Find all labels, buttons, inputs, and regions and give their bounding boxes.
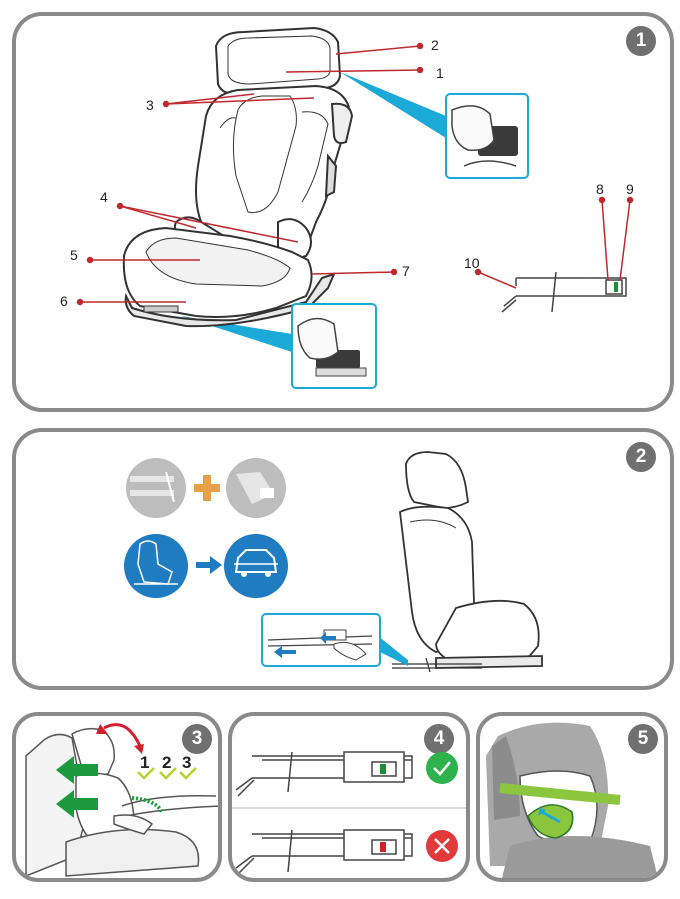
callout-4: 4 [100, 189, 108, 205]
isofix-arm-drawing [501, 271, 627, 313]
callout-1: 1 [436, 65, 444, 81]
booster-seat-drawing [122, 26, 354, 328]
isofix-unlocked [235, 829, 413, 875]
panel-belt-routing: 5 [476, 712, 668, 882]
callout-9: 9 [626, 181, 634, 197]
indicator-red [380, 842, 386, 852]
isofix-indicator-diagram [232, 751, 466, 875]
isofix-install-diagram [124, 451, 543, 673]
inset-isofix-release [291, 303, 377, 389]
inset-headrest-button [445, 93, 529, 179]
position-1: 1 [140, 753, 149, 772]
step-badge-2: 2 [626, 442, 656, 472]
adjust-grip [131, 796, 164, 814]
car-icon [224, 534, 288, 598]
panel-isofix-indicator: 4 [228, 712, 470, 882]
step-badge-3: 3 [182, 724, 212, 754]
callout-6: 6 [60, 293, 68, 309]
leader-10 [477, 271, 517, 289]
belt-routing-diagram [486, 722, 658, 878]
isofix-connector-icon [126, 458, 186, 518]
arrow-icon [541, 810, 561, 824]
plus-icon [194, 475, 220, 501]
headrest-adjust-diagram: 1 2 3 [25, 723, 218, 878]
checkmark-icon [426, 752, 458, 784]
seat-in-car-icon [124, 534, 188, 598]
step-badge-1: 1 [626, 26, 656, 56]
callout-7: 7 [402, 263, 410, 279]
seat-belt [499, 783, 621, 805]
leader-4a [119, 205, 197, 229]
inset-isofix-slide [261, 613, 381, 667]
booster-seat-side-drawing [392, 451, 543, 673]
leader-7 [311, 271, 395, 275]
leader-9 [619, 199, 631, 281]
arrow-right-icon [196, 556, 222, 574]
position-2: 2 [162, 753, 171, 772]
leader-1 [285, 69, 421, 73]
step-badge-4: 4 [424, 724, 454, 754]
callout-5: 5 [70, 247, 78, 263]
seat-belt-buckle-icon [226, 458, 286, 518]
parts-diagram: 2 1 3 4 5 6 7 8 9 10 [60, 26, 634, 389]
callout-3: 3 [146, 97, 154, 113]
panel-headrest-adjust: 3 1 2 3 [12, 712, 222, 882]
arrow-left-icon [274, 646, 296, 658]
leader-8 [601, 199, 609, 281]
callout-10: 10 [464, 255, 480, 271]
rotate-arrow-icon [103, 723, 142, 747]
panel-parts-overview: 1 [12, 12, 674, 412]
isofix-locked [235, 751, 413, 797]
indicator-green [380, 764, 386, 774]
zoom-ray-headrest [340, 72, 446, 138]
cross-icon [426, 830, 458, 862]
step-badge-5: 5 [628, 724, 658, 754]
checkmark-icon [137, 767, 197, 780]
panel-isofix-install: 2 [12, 428, 674, 690]
leader-3a [165, 93, 255, 105]
leader-2 [335, 45, 421, 55]
callout-8: 8 [596, 181, 604, 197]
car-seat-with-booster [25, 727, 218, 878]
position-3: 3 [182, 753, 191, 772]
arrow-left-icon [56, 756, 98, 818]
callout-2: 2 [431, 37, 439, 53]
